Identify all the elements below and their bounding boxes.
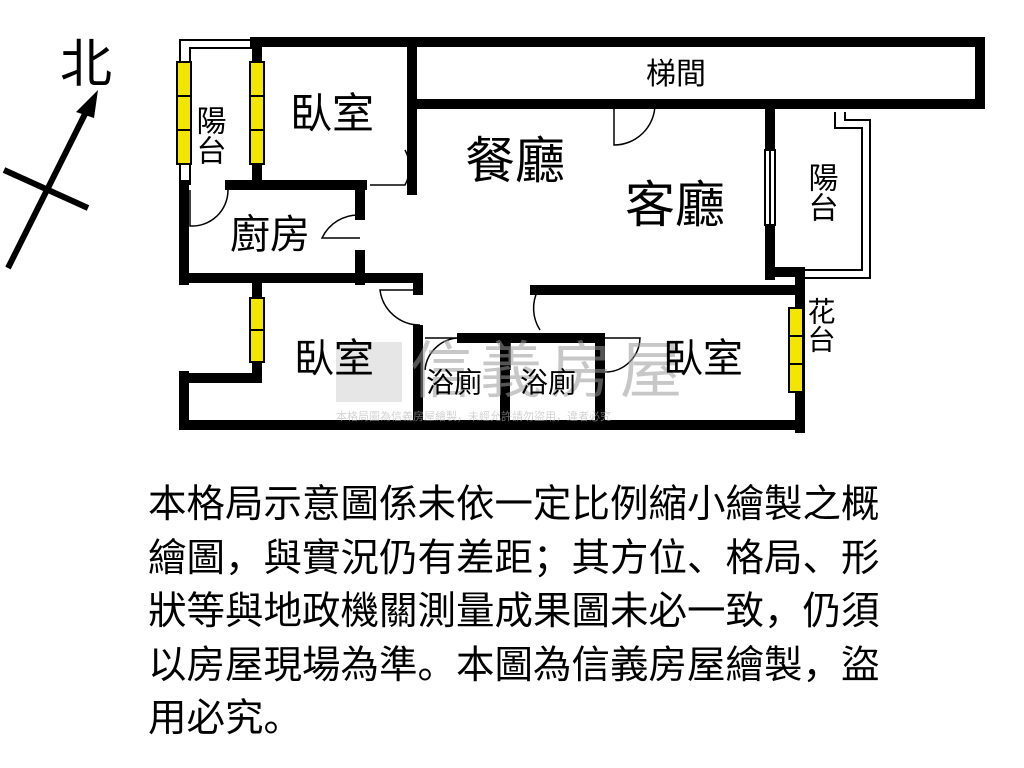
living-window [764,149,776,226]
floor-plan: 北 [2,35,985,433]
watermark: 信義房屋 本格局圖為信義房屋繪製，未經允許請勿盜用，違者必究 [336,334,690,423]
disclaimer-line-3: 狀等與地政機關測量成果圖未必一致，仍須 [148,589,880,634]
room-stairwell: 梯間 [646,57,706,92]
room-balcony-west: 陽台 [191,105,226,165]
north-arrow-icon [2,90,98,270]
disclaimer-line-4: 以房屋現場為準。本圖為信義房屋繪製，盜 [148,642,880,688]
disclaimer-line-5: 用必究。 [148,696,303,741]
room-kitchen: 廚房 [230,212,310,258]
watermark-brand: 信義房屋 [410,334,690,407]
watermark-logo-icon [336,342,402,402]
windows [176,61,804,393]
room-balcony-east: 陽台 [803,162,838,222]
room-dining: 餐廳 [465,132,565,190]
room-bedroom-sw: 臥室 [294,336,374,382]
room-bedroom-se: 臥室 [663,336,743,382]
room-planter: 花台 [804,297,837,353]
room-bedroom-nw: 臥室 [290,89,374,138]
doors [189,103,656,373]
room-bath-1: 浴廁 [426,366,482,399]
watermark-note: 本格局圖為信義房屋繪製，未經允許請勿盜用，違者必究 [336,409,611,423]
disclaimer-text: 本格局示意圖係未依一定比例縮小繪製之概 繪圖，與實況仍有差距；其方位、格局、形 … [148,478,1024,746]
north-label: 北 [60,35,112,95]
room-living: 客廳 [625,176,725,234]
disclaimer-line-1: 本格局示意圖係未依一定比例縮小繪製之概 [148,482,880,527]
room-bath-2: 浴廁 [520,366,576,399]
disclaimer-line-2: 繪圖，與實況仍有差距；其方位、格局、形 [148,535,880,581]
